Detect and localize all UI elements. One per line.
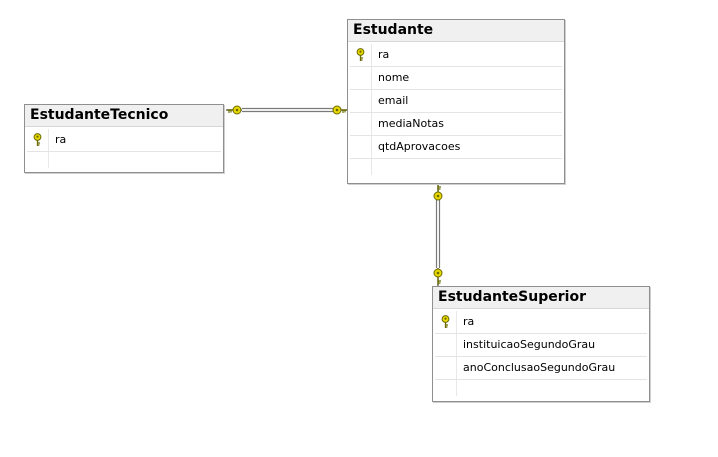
key-end-icon — [433, 268, 443, 285]
column-name: qtdAprovacoes — [378, 140, 461, 153]
column-name: nome — [378, 71, 410, 84]
row-gutter — [435, 311, 457, 333]
row-gutter — [435, 380, 457, 396]
column-row-qtdaprovacoes[interactable]: qtdAprovacoes — [350, 136, 562, 159]
empty-row[interactable] — [350, 159, 562, 175]
table-estudante[interactable]: Estudante ra nome email mediaNotas — [347, 19, 565, 184]
key-end-icon — [332, 105, 347, 115]
table-estudante-superior[interactable]: EstudanteSuperior ra instituicaoSegundoG… — [432, 286, 650, 402]
relationship-tecnico-estudante[interactable] — [226, 105, 347, 115]
column-row-ra[interactable]: ra — [27, 129, 221, 152]
row-gutter — [27, 129, 49, 151]
column-name: ra — [55, 133, 67, 146]
column-name: ra — [378, 48, 390, 61]
row-gutter — [350, 136, 372, 158]
table-title[interactable]: Estudante — [348, 20, 564, 42]
empty-row[interactable] — [27, 152, 221, 168]
row-gutter — [350, 113, 372, 135]
column-row-medianotas[interactable]: mediaNotas — [350, 113, 562, 136]
row-gutter — [435, 334, 457, 356]
column-name: ra — [463, 315, 475, 328]
row-gutter — [350, 90, 372, 112]
row-gutter — [350, 67, 372, 89]
key-end-icon — [227, 105, 242, 115]
table-estudante-tecnico[interactable]: EstudanteTecnico ra — [24, 104, 224, 173]
column-row-ra[interactable]: ra — [435, 311, 647, 334]
relationship-estudante-superior[interactable] — [433, 183, 443, 286]
column-name: anoConclusaoSegundoGrau — [463, 361, 616, 374]
column-name: email — [378, 94, 409, 107]
column-row-email[interactable]: email — [350, 90, 562, 113]
column-row-instituicaosegundograu[interactable]: instituicaoSegundoGrau — [435, 334, 647, 357]
column-row-anoconclusaosegundograu[interactable]: anoConclusaoSegundoGrau — [435, 357, 647, 380]
table-title[interactable]: EstudanteTecnico — [25, 105, 223, 127]
key-end-icon — [433, 185, 443, 201]
row-gutter — [27, 152, 49, 168]
column-name: instituicaoSegundoGrau — [463, 338, 596, 351]
column-list: ra — [27, 129, 221, 168]
column-row-nome[interactable]: nome — [350, 67, 562, 90]
primary-key-icon — [33, 133, 42, 146]
primary-key-icon — [356, 48, 365, 61]
table-title[interactable]: EstudanteSuperior — [433, 287, 649, 309]
row-gutter — [435, 357, 457, 379]
column-list: ra instituicaoSegundoGrau anoConclusaoSe… — [435, 311, 647, 396]
empty-row[interactable] — [435, 380, 647, 396]
primary-key-icon — [441, 315, 450, 328]
column-row-ra[interactable]: ra — [350, 44, 562, 67]
column-name: mediaNotas — [378, 117, 445, 130]
row-gutter — [350, 44, 372, 66]
row-gutter — [350, 159, 372, 175]
column-list: ra nome email mediaNotas qtdAprovacoes — [350, 44, 562, 175]
